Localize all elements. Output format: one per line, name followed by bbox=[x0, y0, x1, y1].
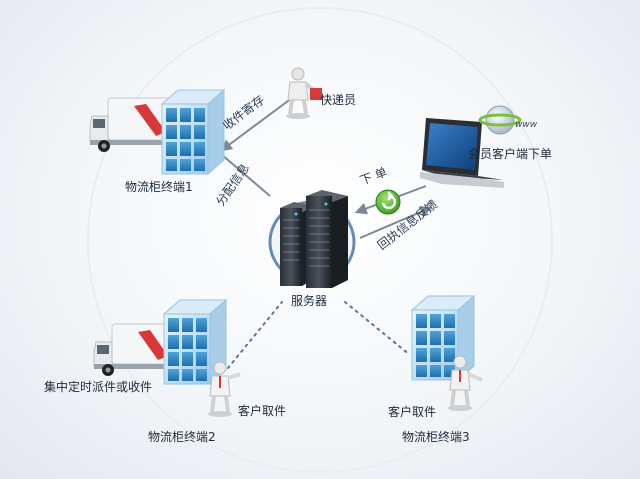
member-order-label: 会员客户端下单 bbox=[468, 147, 553, 161]
server-racks bbox=[280, 190, 348, 288]
arrow-server-to-laptop bbox=[359, 206, 433, 239]
edge-label-receive-store: 收件寄存 bbox=[220, 92, 267, 133]
courier-label: 快递员 bbox=[320, 93, 357, 107]
www-text: www bbox=[515, 120, 538, 130]
orbit-circle bbox=[87, 7, 553, 473]
laptop bbox=[420, 118, 504, 188]
terminal2-label: 物流柜终端2 bbox=[148, 430, 216, 444]
edge-label-order: 下 单 bbox=[358, 165, 389, 188]
dotted-link-terminal3 bbox=[344, 301, 411, 356]
www-globe bbox=[478, 105, 522, 135]
locker-3 bbox=[410, 294, 476, 382]
pickup3-label: 客户取件 bbox=[388, 405, 437, 419]
pickup2-label: 客户取件 bbox=[238, 404, 287, 418]
scheduled-label: 集中定时派件或收件 bbox=[44, 380, 153, 394]
locker-1 bbox=[160, 88, 226, 176]
edge-label-distribute-info: 分配信息 bbox=[212, 160, 252, 208]
terminal1-label: 物流柜终端1 bbox=[125, 180, 193, 194]
customer-figure-3 bbox=[448, 355, 483, 411]
customer-figure-2 bbox=[208, 361, 241, 417]
terminal3-label: 物流柜终端3 bbox=[402, 430, 470, 444]
server-label: 服务器 bbox=[291, 294, 328, 308]
dotted-link-terminal2 bbox=[227, 301, 283, 369]
courier-figure bbox=[286, 67, 322, 119]
feedback-icon bbox=[375, 189, 401, 215]
arrow-courier-to-terminal1 bbox=[220, 94, 297, 152]
